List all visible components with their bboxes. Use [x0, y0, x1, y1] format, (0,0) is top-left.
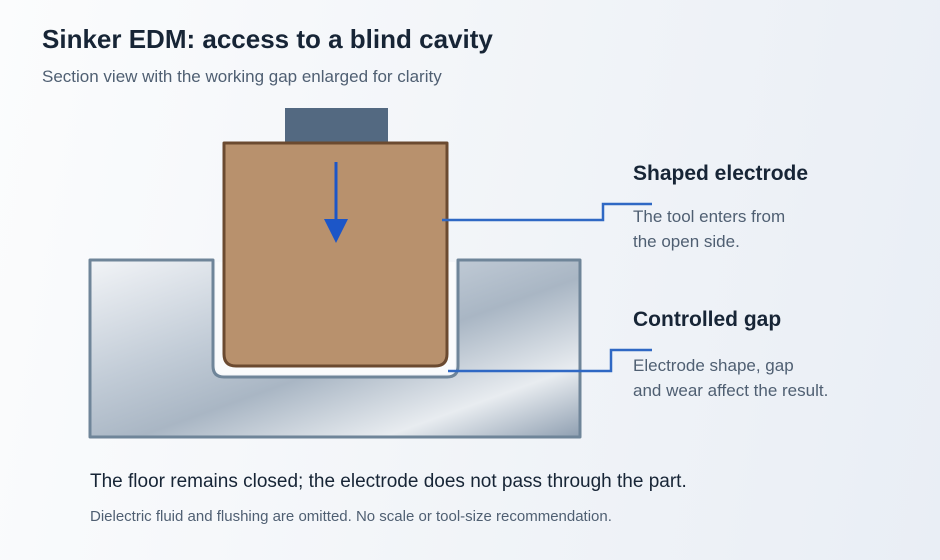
gap-leader-line [448, 348, 652, 373]
feed-direction-arrow-icon [324, 162, 348, 243]
electrode-holder [285, 108, 388, 144]
page-subtitle: Section view with the working gap enlarg… [42, 67, 442, 86]
footer-statement: The floor remains closed; the electrode … [90, 471, 687, 492]
callout-electrode-title: Shaped electrode [633, 162, 809, 185]
footer-note: Dielectric fluid and flushing are omitte… [90, 508, 612, 525]
shaped-electrode [222, 141, 449, 368]
workpiece [88, 258, 582, 439]
callout-electrode-text: The tool enters from the open side. [633, 207, 786, 251]
electrode-leader-line [442, 202, 652, 222]
callout-gap-text: Electrode shape, gap and wear affect the… [633, 356, 829, 400]
callout-gap-title: Controlled gap [633, 308, 782, 331]
page-title: Sinker EDM: access to a blind cavity [42, 24, 493, 54]
